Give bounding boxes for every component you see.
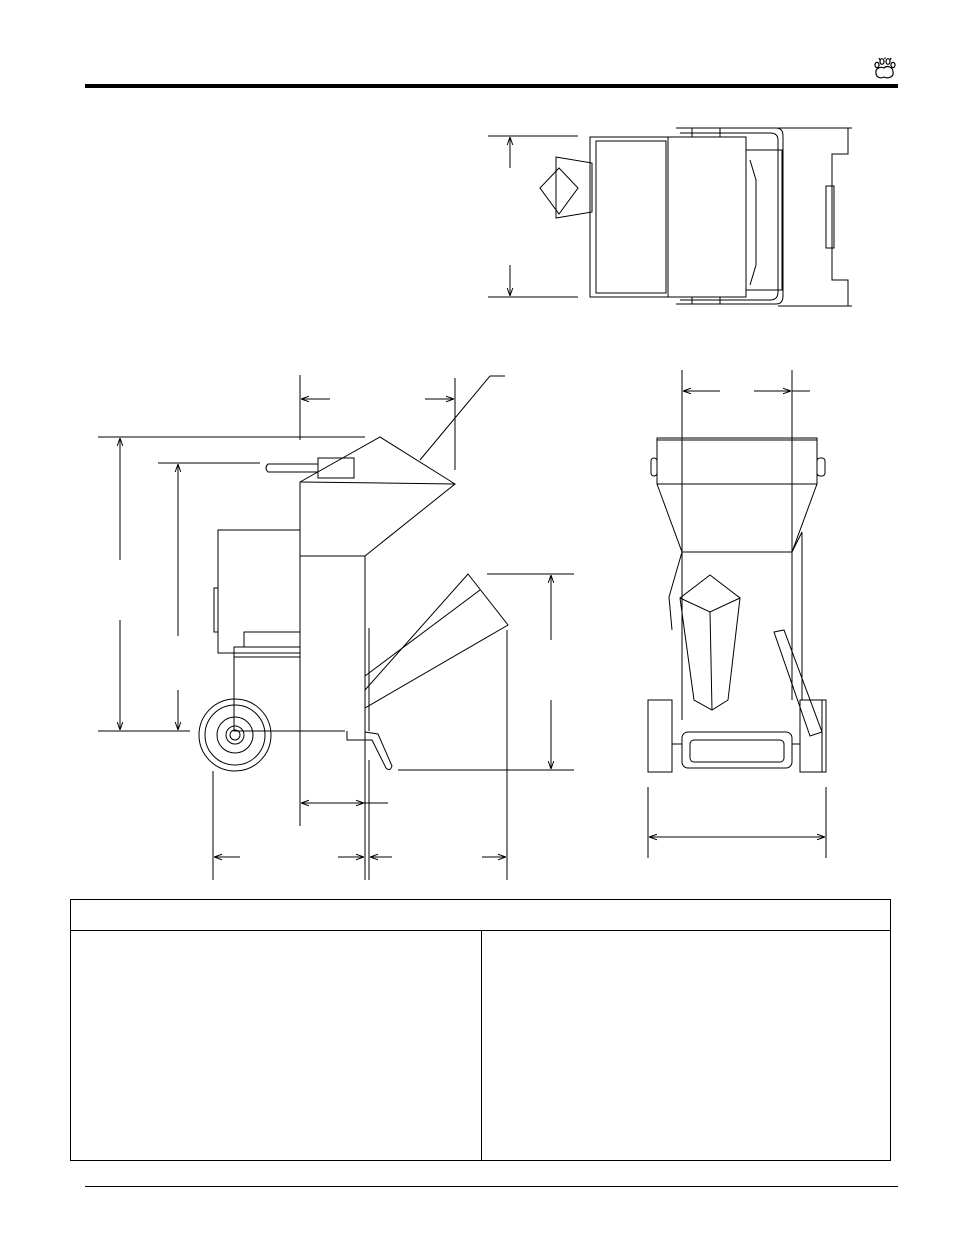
front-view-drawing	[647, 370, 827, 858]
specifications-right-column	[482, 931, 890, 1160]
footer-rule	[85, 1186, 898, 1187]
side-view-drawing	[98, 375, 574, 880]
specifications-table-header	[71, 900, 890, 931]
specifications-left-column	[71, 931, 482, 1160]
header-rule	[85, 84, 898, 88]
technical-drawings	[98, 127, 852, 880]
top-view-drawing	[488, 127, 852, 307]
specifications-table	[70, 899, 891, 1161]
paw-print-icon	[874, 57, 896, 79]
